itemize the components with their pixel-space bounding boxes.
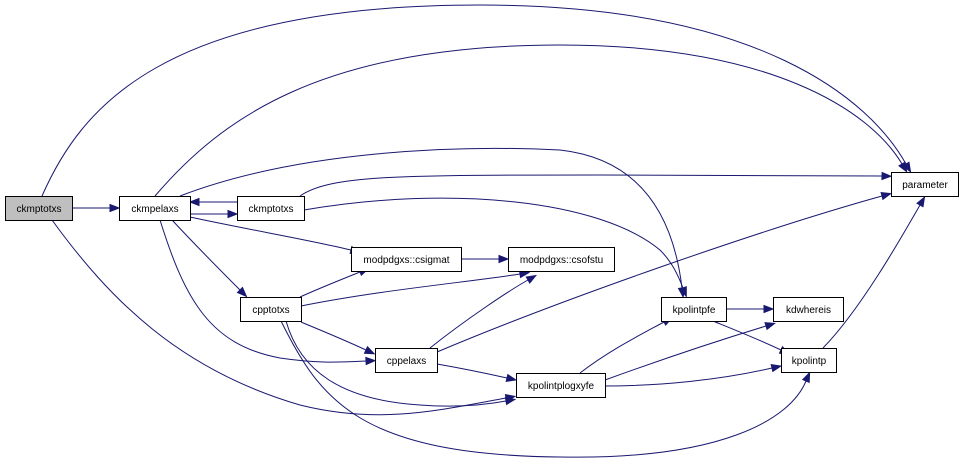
edge-kpolintplogxyfe-to-kdwhereis bbox=[604, 322, 776, 381]
node-kpolintplogxyfe[interactable]: kpolintplogxyfe bbox=[516, 373, 606, 398]
node-label-csofstu: modpdgxs::csofstu bbox=[520, 255, 603, 266]
edge-cpptotxs-to-cppelaxs bbox=[300, 321, 376, 355]
edge-cpptotxs-to-kpolintplogxyfe bbox=[285, 320, 517, 407]
node-label-root: ckmptotxs bbox=[16, 204, 61, 215]
node-label-kpolintp: kpolintp bbox=[792, 356, 827, 367]
node-kdwhereis[interactable]: kdwhereis bbox=[773, 297, 844, 322]
edge-ckmptotxs2-to-kpolintpfe bbox=[303, 197, 687, 298]
node-root[interactable]: ckmptotxs bbox=[5, 196, 73, 221]
arrowhead-ckmpelaxs-to-cpptotxs bbox=[236, 286, 248, 298]
node-box-parameter bbox=[891, 172, 959, 197]
arrowhead-ckmpelaxs-to-parameter bbox=[898, 161, 908, 173]
edge-ckmpelaxs-to-cppelaxs bbox=[159, 219, 377, 366]
node-box-kpolintpfe bbox=[661, 297, 727, 322]
arrowhead-csigmat-to-csofstu bbox=[498, 254, 510, 264]
node-label-csigmat: modpdgxs::csigmat bbox=[363, 255, 449, 266]
edge-kpolintpfe-to-kdwhereis bbox=[726, 304, 775, 314]
node-box-csofstu bbox=[508, 247, 615, 272]
node-box-kpolintplogxyfe bbox=[516, 373, 606, 398]
edge-cpptotxs-to-kpolintp bbox=[280, 320, 811, 458]
edge-ckmpelaxs-to-ckmptotxs2 bbox=[190, 209, 239, 219]
arrowhead-kpolintpfe-to-kdwhereis bbox=[763, 304, 775, 314]
node-box-root bbox=[5, 196, 73, 221]
node-cppelaxs[interactable]: cppelaxs bbox=[375, 348, 438, 373]
edge-root-to-ckmpelaxs bbox=[72, 203, 121, 213]
node-parameter[interactable]: parameter bbox=[891, 172, 959, 197]
node-kpolintpfe[interactable]: kpolintpfe bbox=[661, 297, 727, 322]
arrowhead-cpptotxs-to-cppelaxs bbox=[363, 345, 376, 355]
arrowhead-ckmptotxs2-to-parameter bbox=[881, 171, 893, 181]
arrowhead-ckmpelaxs-to-cppelaxs bbox=[365, 356, 377, 366]
arrowhead-cpptotxs-to-kpolintp bbox=[801, 371, 811, 384]
arrowhead-kpolintplogxyfe-to-kdwhereis bbox=[764, 322, 776, 331]
arrowhead-kpolintplogxyfe-to-kpolintp bbox=[770, 363, 783, 373]
node-box-csigmat bbox=[351, 247, 462, 272]
arrowhead-cppelaxs-to-parameter bbox=[880, 192, 893, 201]
edge-ckmptotxs2-to-parameter bbox=[299, 171, 893, 197]
arrowhead-ckmptotxs2-to-kpolintpfe bbox=[678, 285, 687, 298]
node-label-kpolintpfe: kpolintpfe bbox=[673, 305, 716, 316]
node-box-ckmptotxs2 bbox=[237, 196, 305, 221]
node-label-ckmptotxs2: ckmptotxs bbox=[248, 204, 293, 215]
node-label-ckmpelaxs: ckmpelaxs bbox=[131, 204, 178, 215]
edge-kpolintplogxyfe-to-kpolintpfe bbox=[579, 317, 674, 374]
edge-kpolintp-to-parameter bbox=[822, 195, 926, 349]
node-box-kpolintp bbox=[781, 348, 837, 373]
arrowhead-ckmptotxs2-to-ckmpelaxs bbox=[188, 197, 200, 207]
node-ckmptotxs2[interactable]: ckmptotxs bbox=[237, 196, 305, 221]
node-box-cpptotxs bbox=[240, 297, 302, 322]
edge-ckmpelaxs-to-parameter bbox=[154, 44, 908, 197]
edge-csigmat-to-csofstu bbox=[461, 254, 510, 264]
arrowhead-cppelaxs-to-kpolintplogxyfe bbox=[505, 373, 518, 383]
arrowhead-ckmpelaxs-to-ckmptotxs2 bbox=[227, 209, 239, 219]
node-csigmat[interactable]: modpdgxs::csigmat bbox=[351, 247, 462, 272]
edge-cpptotxs-to-csigmat bbox=[299, 268, 370, 298]
edge-cppelaxs-to-csofstu bbox=[429, 274, 538, 349]
node-label-parameter: parameter bbox=[902, 180, 948, 191]
arrowhead-kpolintp-to-parameter bbox=[916, 195, 926, 208]
arrowhead-root-to-ckmpelaxs bbox=[109, 203, 121, 213]
node-label-kpolintplogxyfe: kpolintplogxyfe bbox=[528, 381, 595, 392]
edge-kpolintplogxyfe-to-kpolintp bbox=[604, 363, 783, 387]
node-cpptotxs[interactable]: cpptotxs bbox=[240, 297, 302, 322]
node-ckmpelaxs[interactable]: ckmpelaxs bbox=[119, 196, 191, 221]
node-box-kdwhereis bbox=[773, 297, 844, 322]
edge-cppelaxs-to-parameter bbox=[436, 192, 893, 353]
arrowhead-cppelaxs-to-csofstu bbox=[525, 274, 538, 284]
node-csofstu[interactable]: modpdgxs::csofstu bbox=[508, 247, 615, 272]
node-label-cpptotxs: cpptotxs bbox=[252, 305, 289, 316]
edge-ckmptotxs2-to-ckmpelaxs bbox=[188, 197, 237, 207]
edge-root-to-parameter bbox=[41, 4, 912, 197]
edge-ckmpelaxs-to-csigmat bbox=[189, 216, 362, 254]
arrowhead-cpptotxs-to-kpolintplogxyfe bbox=[504, 396, 517, 406]
node-label-kdwhereis: kdwhereis bbox=[786, 305, 831, 316]
node-kpolintp[interactable]: kpolintp bbox=[781, 348, 837, 373]
edge-ckmpelaxs-to-cpptotxs bbox=[171, 219, 248, 298]
node-box-ckmpelaxs bbox=[119, 196, 191, 221]
edge-kpolintpfe-to-kpolintp bbox=[712, 320, 791, 355]
node-label-cppelaxs: cppelaxs bbox=[387, 356, 426, 367]
node-box-cppelaxs bbox=[375, 348, 438, 373]
edge-cppelaxs-to-kpolintplogxyfe bbox=[436, 363, 518, 383]
